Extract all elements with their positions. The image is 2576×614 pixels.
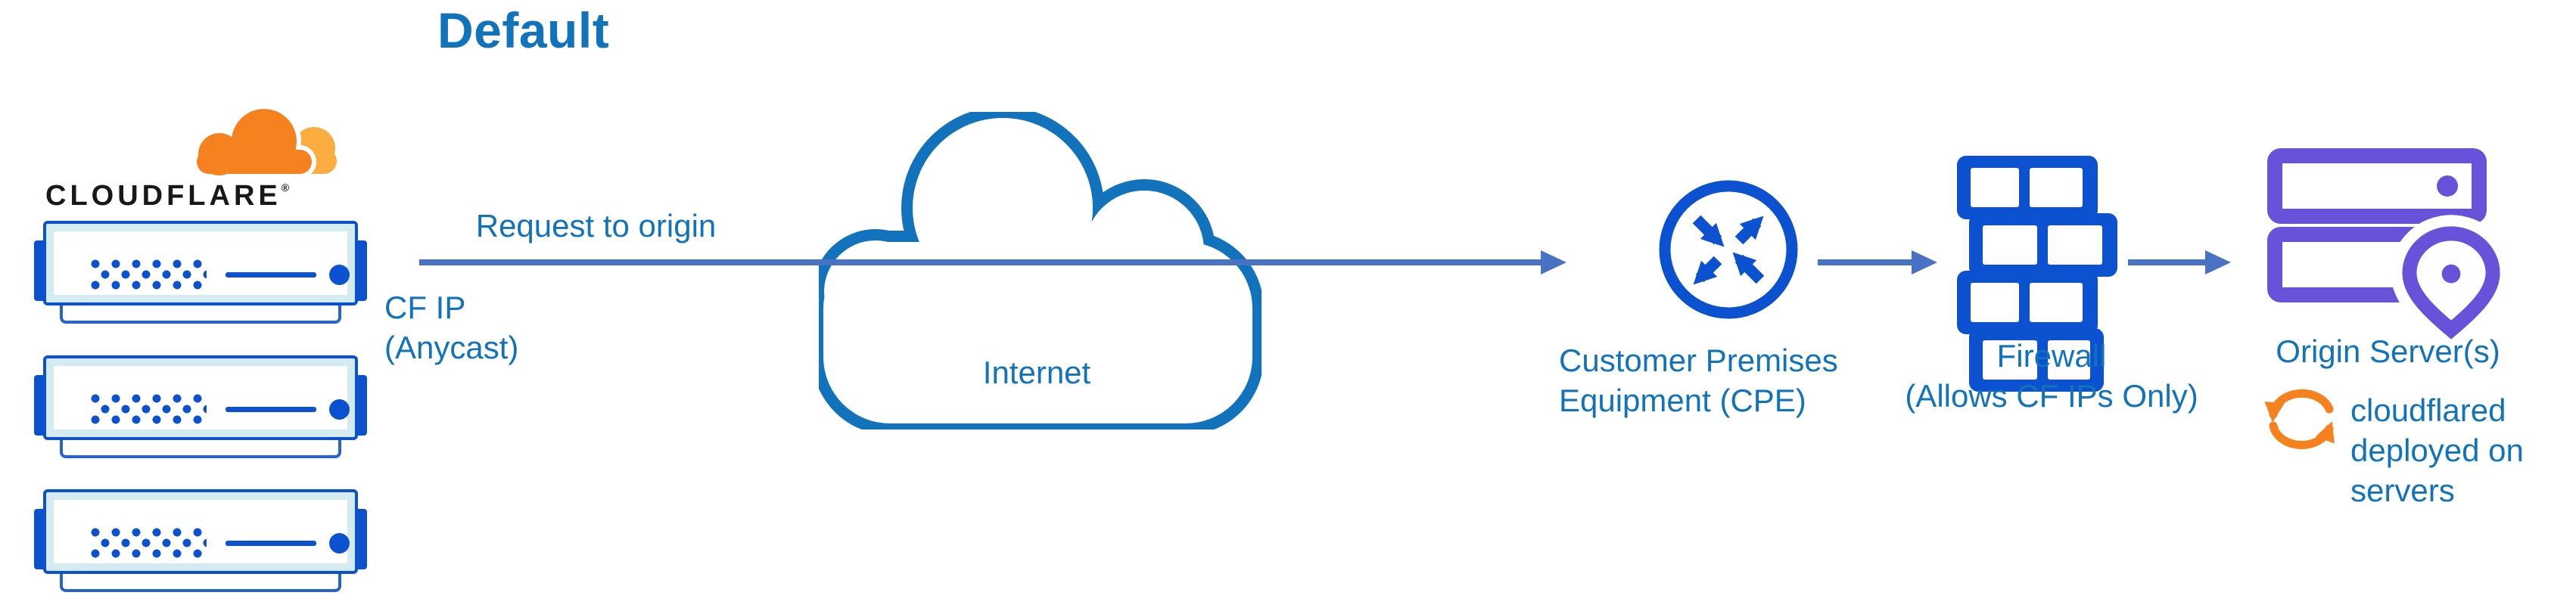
cpe-label-line1: Customer Premises	[1559, 343, 1838, 378]
server-slot-line	[226, 272, 316, 278]
firewall-label: Firewall (Allows CF IPs Only)	[1889, 336, 2214, 416]
server-body	[43, 489, 358, 574]
cloudflared-note-line3: servers	[2350, 473, 2455, 508]
registered-mark: ®	[281, 181, 290, 194]
firewall-label-line2: (Allows CF IPs Only)	[1905, 378, 2198, 414]
cloudflared-note-line2: deployed on	[2350, 433, 2524, 468]
server-slot-line	[226, 541, 316, 546]
internet-cloud-icon	[819, 112, 1262, 429]
page-title: Default	[437, 2, 610, 58]
arrowhead-icon	[1912, 250, 1937, 274]
server-slot-line	[226, 407, 316, 412]
firewall-label-line1: Firewall	[1996, 338, 2107, 374]
server-vent-dots	[90, 394, 207, 426]
cf-ip-line1: CF IP	[384, 290, 466, 325]
server-faceplate	[54, 231, 350, 295]
cpe-label-line2: Equipment (CPE)	[1559, 383, 1806, 418]
internet-label: Internet	[982, 355, 1091, 390]
firewall-bricks-icon	[1957, 156, 2117, 392]
server-faceplate	[54, 366, 350, 429]
logo-main-cloud	[197, 109, 312, 175]
server-power-dot	[329, 265, 350, 285]
server-rack-icon	[34, 221, 367, 324]
cloudflare-wordmark-text: CLOUDFLARE	[45, 180, 282, 212]
cf-ip-line2: (Anycast)	[384, 330, 519, 365]
server-body	[43, 221, 358, 305]
cpe-label: Customer Premises Equipment (CPE)	[1559, 340, 1838, 420]
arrow-cloudflare-to-cpe	[419, 259, 1542, 265]
server-vent-dots	[90, 259, 207, 291]
arrowhead-icon	[1541, 250, 1566, 274]
sync-arrows-icon	[2264, 389, 2335, 449]
server-faceplate	[54, 500, 350, 563]
request-to-origin-label: Request to origin	[475, 208, 717, 243]
server-vent-dots	[90, 528, 207, 560]
arrow-cpe-to-firewall	[1818, 259, 1913, 265]
server-power-dot	[329, 533, 350, 554]
location-pin-icon	[2391, 215, 2502, 342]
server-body	[43, 355, 358, 440]
origin-servers-icon	[2267, 148, 2502, 342]
arrowhead-icon	[2205, 250, 2231, 274]
cf-ip-anycast-label: CF IP (Anycast)	[384, 287, 518, 367]
cloudflare-wordmark: CLOUDFLARE®	[45, 180, 289, 212]
router-arrows-icon	[1659, 180, 1798, 319]
cloudflared-note-line1: cloudflared	[2350, 392, 2506, 428]
cloudflared-note: cloudflared deployed on servers	[2350, 390, 2524, 510]
server-power-dot	[329, 399, 350, 420]
cloudflare-cloud-icon	[192, 109, 337, 180]
arrow-firewall-to-origin	[2128, 259, 2208, 265]
origin-servers-label: Origin Server(s)	[2276, 333, 2500, 369]
server-rack-icon	[34, 355, 367, 458]
server-rack-icon	[34, 489, 367, 592]
